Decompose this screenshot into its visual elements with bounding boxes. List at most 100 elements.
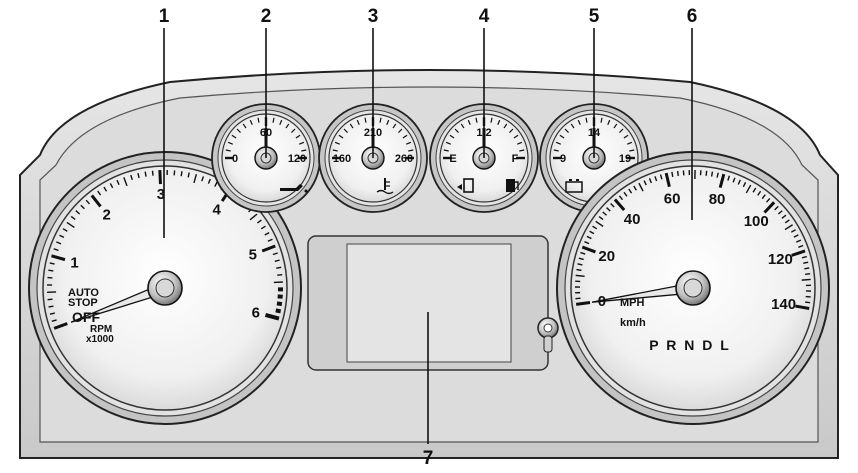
speedo-tick — [791, 249, 806, 257]
callout-7: 7 — [423, 448, 434, 469]
tach-tick — [267, 238, 273, 242]
battery-icon — [565, 179, 583, 193]
speedo-tick — [766, 197, 771, 203]
tach-tick — [249, 213, 258, 221]
speedo-tick — [804, 267, 810, 270]
speedo-tick — [633, 185, 637, 191]
speedo-hub-cap — [683, 278, 703, 298]
tach-tick — [261, 244, 276, 253]
tach-tick — [158, 170, 162, 185]
coolant-tick — [406, 141, 412, 145]
tach-tick — [62, 228, 68, 232]
speedo-tick — [798, 244, 804, 248]
tach-hub-cap — [155, 278, 175, 298]
volt-tick — [553, 149, 559, 152]
tach-tick — [276, 266, 282, 269]
tach-tick — [97, 190, 102, 196]
fuel-tick — [497, 119, 501, 125]
fuel-tick — [467, 119, 471, 125]
tach-tick — [275, 308, 282, 314]
speedo-tick — [610, 202, 615, 208]
tach-tick — [48, 305, 54, 308]
tach-tick — [256, 219, 262, 224]
callout-5: 5 — [589, 6, 600, 27]
speedo-scale-label: 40 — [624, 211, 641, 228]
speedo-scale-label: 80 — [709, 191, 726, 208]
oil-tick — [257, 117, 260, 123]
tach-off-label: OFF — [72, 309, 100, 325]
volt-tick — [629, 149, 635, 152]
speedo-scale-label: 100 — [744, 213, 769, 230]
speedo-tick — [676, 170, 679, 177]
speedo-tick — [793, 234, 799, 238]
coolant-tick — [386, 119, 390, 125]
speedo-tick — [602, 211, 607, 216]
speedo-tick — [606, 207, 611, 212]
oil-tick — [285, 123, 290, 129]
tach-tick — [272, 252, 278, 256]
speedo-tick — [718, 173, 726, 189]
tach-scale-label: 5 — [249, 247, 257, 264]
coolant-tick — [343, 128, 348, 133]
fuel-pump-outline-left — [463, 178, 474, 193]
speedo-tick — [737, 179, 741, 185]
speedo-tick — [784, 219, 790, 224]
tach-tick — [276, 301, 283, 307]
coolant-tick — [398, 128, 403, 133]
coolant-tick — [408, 149, 414, 152]
speedo-tick — [584, 241, 590, 245]
speedo-tick — [628, 188, 633, 194]
fuel-tick — [449, 134, 455, 139]
speedo-tick — [727, 175, 731, 181]
speedo-tick — [763, 201, 776, 214]
fuel-tick — [490, 117, 493, 123]
oil-can-icon — [280, 184, 308, 193]
fuel-tick — [475, 117, 478, 123]
speedo-tick — [613, 198, 626, 212]
tach-tick — [75, 210, 81, 215]
volt-tick — [627, 141, 633, 145]
speedo-tick — [575, 274, 585, 278]
tach-tick — [56, 241, 62, 245]
callout-2: 2 — [261, 6, 272, 27]
speedo-tick — [757, 190, 762, 196]
speedo-scale-label: 60 — [664, 190, 681, 207]
speedo-scale-label: 140 — [771, 296, 796, 313]
oil-tick — [249, 119, 253, 125]
volt-tick — [570, 123, 575, 129]
tach-auto-stop-line2: STOP — [68, 297, 98, 309]
speedo-tick — [575, 300, 591, 306]
tach-tick — [274, 259, 280, 262]
tach-tick — [59, 234, 65, 239]
tach-rpm-multiplier: x1000 — [86, 334, 114, 345]
speedo-tick — [805, 272, 811, 275]
callout-3: 3 — [368, 6, 379, 27]
volt-tick — [600, 117, 603, 123]
oil-tick — [279, 119, 283, 125]
tach-tick — [264, 231, 270, 236]
tach-tick — [116, 179, 120, 186]
tach-tick — [53, 248, 59, 252]
speedo-tick — [576, 268, 582, 272]
thermo-wave — [376, 189, 394, 195]
speedo-tick — [581, 245, 596, 254]
volt-scale-label: 9 — [560, 153, 566, 165]
volt-tick — [564, 128, 569, 133]
tach-tick — [144, 171, 147, 177]
speedometer: 020406080100120140 — [556, 151, 830, 425]
oil-tick — [295, 134, 301, 139]
fuel-tick — [460, 123, 465, 129]
speedo-tick — [578, 257, 584, 261]
tach-scale-label: 4 — [212, 201, 221, 218]
fuel-scale-label: E — [449, 153, 456, 165]
driver-information-display — [346, 243, 512, 363]
speedo-tick — [671, 171, 674, 177]
speedo-tick — [777, 210, 783, 215]
tach-tick — [193, 174, 198, 184]
speedo-tick — [648, 178, 653, 184]
volt-tick — [623, 134, 629, 139]
tach-tick — [277, 273, 283, 276]
speedo-tick — [592, 225, 598, 230]
speedo-tick — [795, 239, 802, 243]
